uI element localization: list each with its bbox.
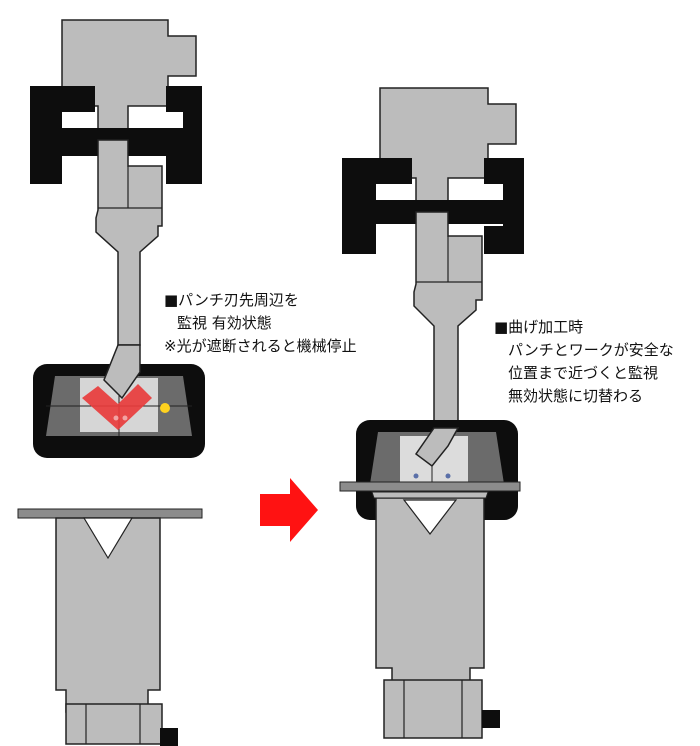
left-clamp bbox=[30, 86, 202, 184]
left-die-v-groove bbox=[82, 517, 134, 560]
left-caption-line2: 監視 有効状態 bbox=[177, 314, 272, 332]
right-upper-ram bbox=[379, 87, 517, 213]
yellow-led-icon bbox=[160, 403, 170, 413]
right-arrow-icon bbox=[260, 478, 318, 542]
right-caption-line1: ■曲げ加工時 bbox=[494, 318, 583, 336]
right-punch-body bbox=[413, 211, 483, 429]
left-die-black-block bbox=[160, 728, 178, 746]
right-die-shoulders bbox=[371, 491, 489, 499]
right-clamp bbox=[342, 158, 524, 254]
left-caption-line3: ※光が遮断されると機械停止 bbox=[164, 337, 357, 355]
right-caption-line3: 位置まで近づくと監視 bbox=[508, 364, 658, 382]
right-sheet-plate bbox=[339, 481, 521, 492]
left-detection-beam bbox=[82, 384, 152, 430]
left-caption-line1: ■パンチ刃先周辺を bbox=[164, 291, 299, 309]
left-upper-ram bbox=[61, 19, 197, 141]
left-punch-tip bbox=[103, 344, 141, 400]
right-caption-line4: 無効状態に切替わる bbox=[508, 387, 643, 405]
left-die-plate bbox=[17, 508, 203, 519]
left-beam-spot-2 bbox=[122, 415, 128, 421]
right-spot-2 bbox=[445, 473, 451, 479]
right-caption: ■曲げ加工時 パンチとワークが安全な 位置まで近づくと監視 無効状態に切替わる bbox=[494, 318, 674, 405]
left-punch-body bbox=[95, 139, 163, 346]
right-die-black-block bbox=[482, 710, 500, 728]
left-die-foot bbox=[65, 703, 163, 745]
right-spot-1 bbox=[413, 473, 419, 479]
right-punch-tip bbox=[414, 427, 460, 468]
left-caption: ■パンチ刃先周辺を 監視 有効状態 ※光が遮断されると機械停止 bbox=[164, 291, 357, 355]
left-beam-spot-1 bbox=[113, 415, 119, 421]
right-caption-line2: パンチとワークが安全な bbox=[508, 341, 674, 359]
right-die-v-groove bbox=[402, 499, 458, 535]
left-state-monitoring-active bbox=[17, 19, 205, 746]
left-clamp-bar bbox=[48, 128, 195, 150]
right-die-foot bbox=[383, 679, 483, 739]
right-state-monitoring-disabled bbox=[339, 87, 524, 739]
